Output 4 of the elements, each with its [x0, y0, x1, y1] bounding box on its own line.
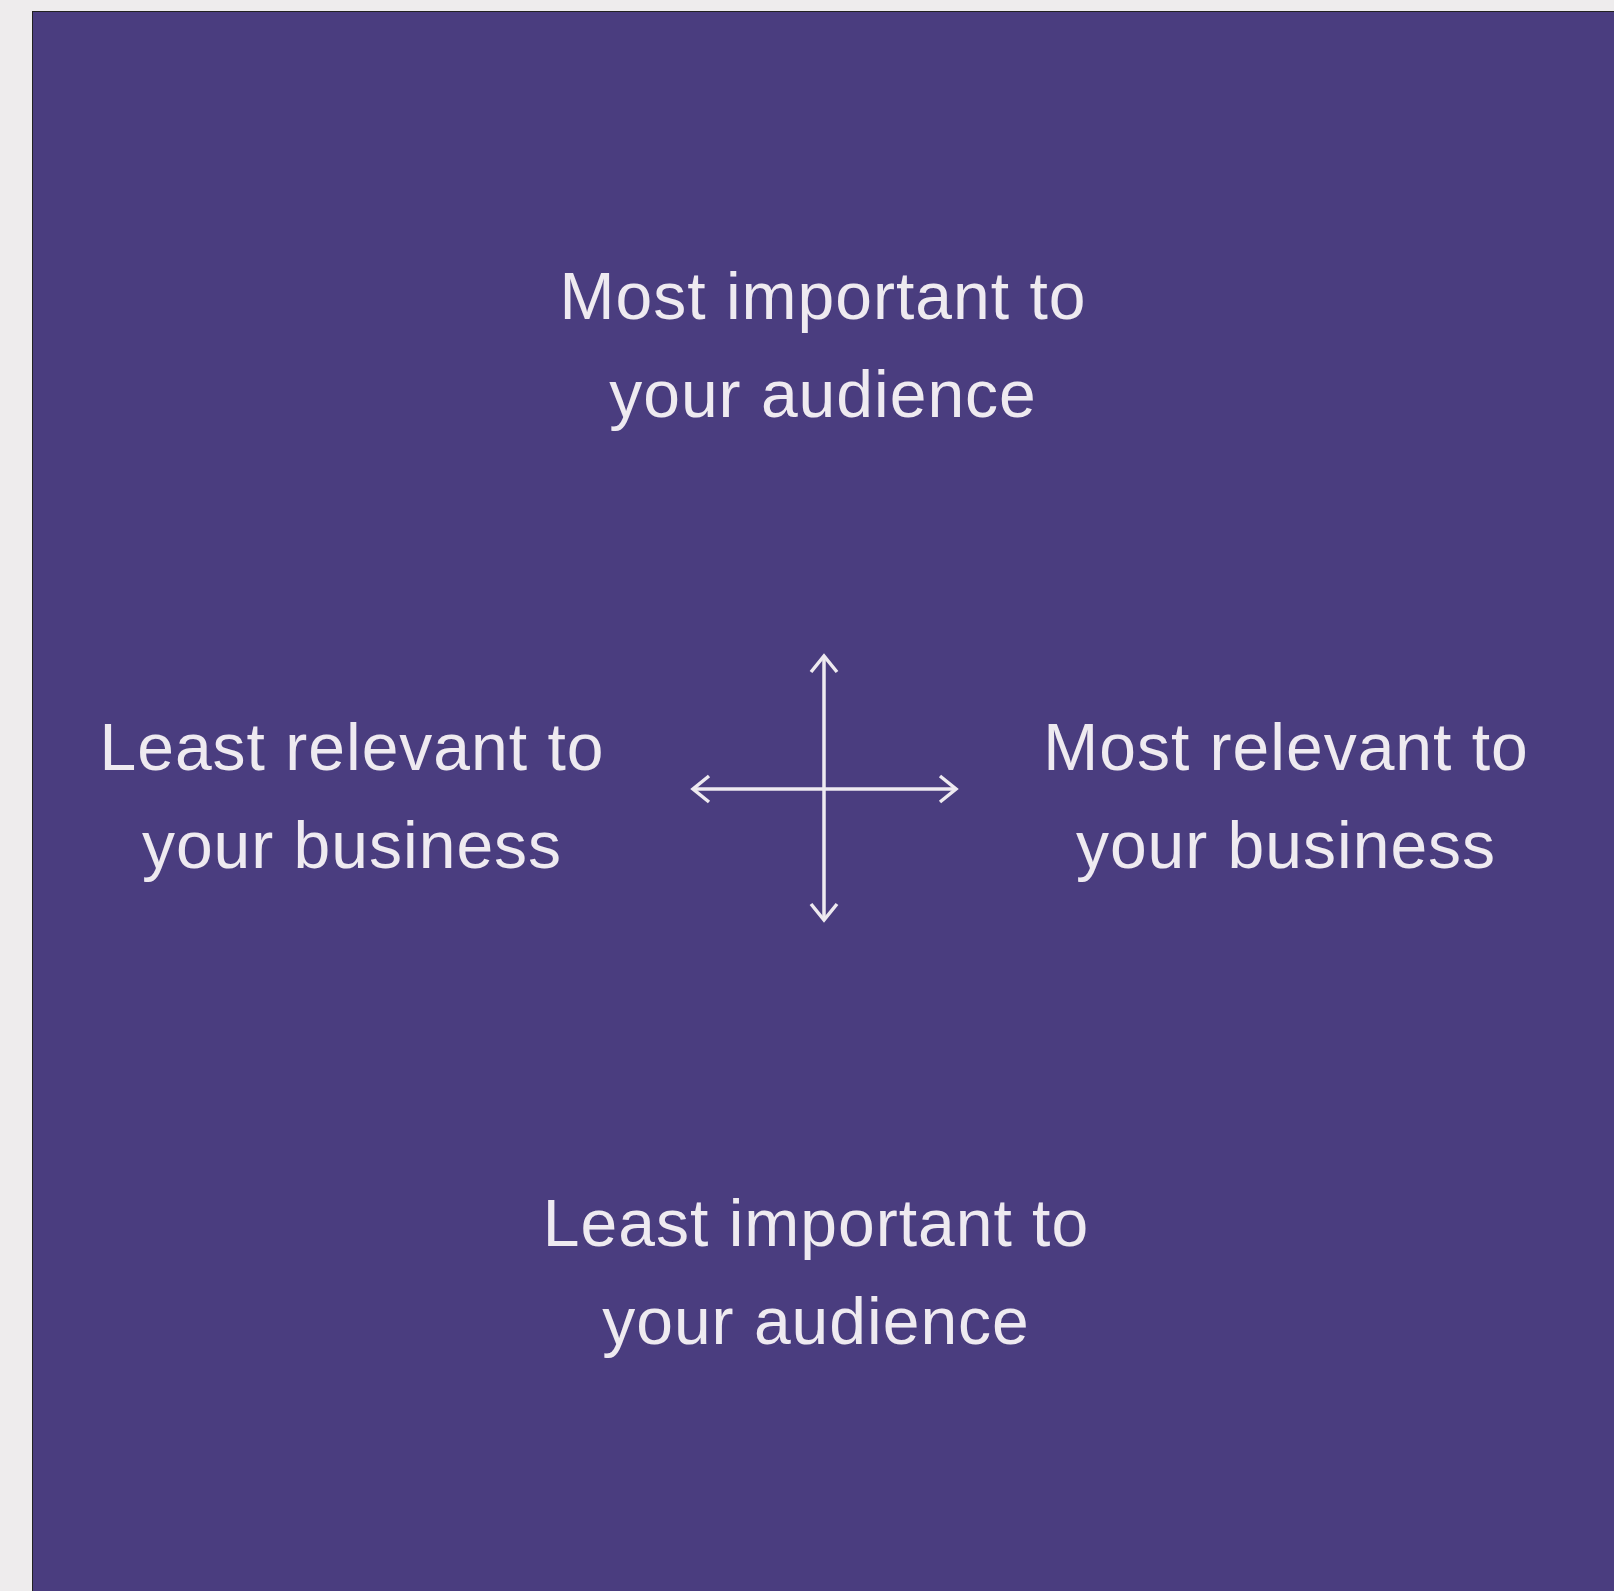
- axis-label: Most important to your audience: [558, 258, 1088, 433]
- axis-label: Least important to your audience: [541, 1185, 1091, 1360]
- axis-label: Most relevant to your business: [1042, 709, 1530, 884]
- axis-label: Least relevant to your business: [98, 709, 606, 884]
